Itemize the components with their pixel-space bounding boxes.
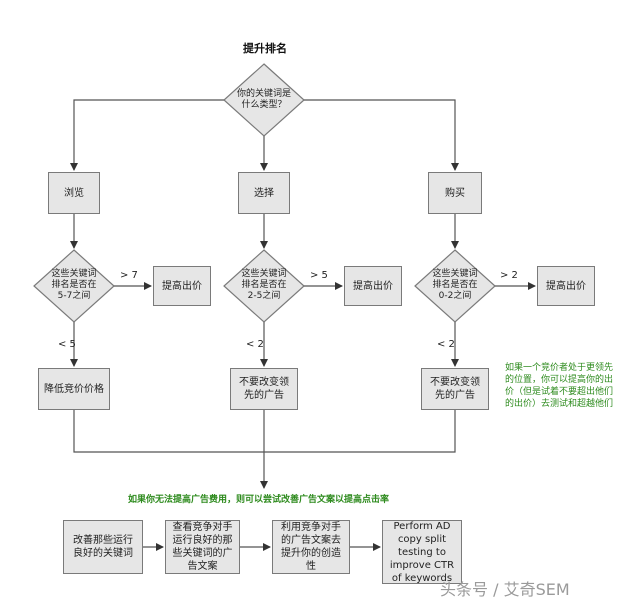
- col2-keep-ad: 不要改变领 先的广告: [230, 368, 298, 410]
- category-buy: 购买: [428, 172, 482, 214]
- decision-col1-text: 这些关键词 排名是否在 5-7之间: [51, 269, 97, 301]
- page-title: 提升排名: [243, 42, 287, 55]
- step-view-competitor-ads: 查看竞争对手 运行良好的那 些关键词的广 告文案: [165, 520, 240, 574]
- side-note: 如果一个竞价者处于更领先 的位置，你可以提高你的出 价（但是试着不要超出他们 的…: [505, 363, 614, 409]
- decision-col2-text: 这些关键词 排名是否在 2-5之间: [241, 269, 287, 301]
- col1-gt-label: > 7: [120, 270, 138, 281]
- col2-raise-bid: 提高出价: [344, 266, 402, 306]
- col2-lt-label: < 2: [246, 339, 264, 350]
- category-browse: 浏览: [48, 172, 100, 214]
- col3-keep-ad: 不要改变领 先的广告: [421, 368, 489, 410]
- col2-gt-label: > 5: [310, 270, 328, 281]
- decision-top-text: 你的关键词是 什么类型？: [236, 89, 291, 110]
- watermark: 头条号 / 艾奇SEM: [440, 580, 570, 599]
- col3-gt-label: > 2: [500, 270, 518, 281]
- col1-raise-bid: 提高出价: [153, 266, 211, 306]
- step-use-competitor-ads: 利用竞争对手 的广告文案去 提升你的创造 性: [272, 520, 350, 574]
- col3-lt-label: < 2: [437, 339, 455, 350]
- step-split-testing: Perform AD copy split testing to improve…: [382, 520, 462, 584]
- step-improve-keywords: 改善那些运行 良好的关键词: [63, 520, 143, 574]
- col3-raise-bid: 提高出价: [537, 266, 595, 306]
- col1-lower-bid: 降低竞价价格: [38, 368, 110, 410]
- bottom-note: 如果你无法提高广告费用，则可以尝试改善广告文案以提高点击率: [128, 495, 390, 505]
- category-choose: 选择: [238, 172, 290, 214]
- col1-lt-label: < 5: [58, 339, 76, 350]
- decision-col3-text: 这些关键词 排名是否在 0-2之间: [432, 269, 478, 301]
